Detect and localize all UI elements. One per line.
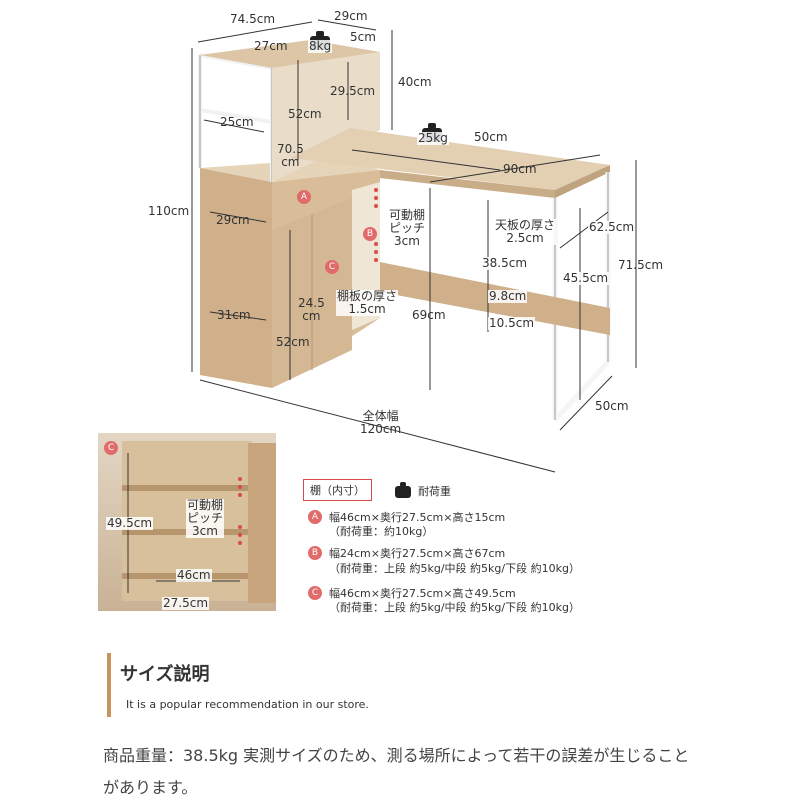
legend-shelf-header: 棚（内寸）: [303, 479, 372, 501]
label-shelf-width: 74.5cm: [230, 12, 276, 26]
label-leg-62: 62.5cm: [588, 220, 636, 234]
legend-b-line2: （耐荷重：上段 約5kg/中段 約5kg/下段 約10kg）: [329, 562, 580, 575]
label-leg-45: 45.5cm: [562, 271, 610, 285]
desk-top-edge: [380, 170, 555, 198]
label-top-inner: 27cm: [254, 39, 288, 53]
cabinet-interior-photo: C 49.5cm 可動棚 ピッチ 3cm 46cm 27.5cm: [98, 433, 276, 611]
label-total-71: 71.5cm: [618, 258, 664, 272]
label-shelf-height: 52cm: [288, 107, 322, 121]
label-upper-height: 40cm: [398, 75, 432, 89]
photo-label-depth: 27.5cm: [162, 596, 210, 610]
label-cab-depth-31: 31cm: [217, 308, 251, 322]
weight-note: 商品重量：38.5kg 実測サイズのため、測る場所によって若干の誤差が生じること…: [103, 746, 690, 797]
desk-legs: [552, 172, 611, 422]
desk-top-edge-right: [555, 165, 610, 198]
label-cab-height: 52cm: [276, 335, 310, 349]
upper-shelf-top: [200, 40, 380, 68]
legend-a-line2: （耐荷重：約10kg）: [329, 525, 434, 538]
label-clear-9: 9.8cm: [488, 289, 528, 303]
label-upper-shelf: 29.5cm: [330, 84, 376, 98]
photo-label-width: 46cm: [176, 568, 212, 582]
label-leg-69: 69cm: [412, 308, 446, 322]
label-desk-weight: 25kg: [417, 131, 449, 145]
legend-marker-b: B: [308, 546, 322, 560]
photo-marker-c: C: [104, 441, 118, 455]
label-top-gap: 5cm: [350, 30, 376, 44]
marker-a: A: [297, 190, 311, 204]
section-title: サイズ説明: [120, 664, 210, 685]
label-shelf-depth: 29cm: [334, 9, 368, 23]
label-clear-38: 38.5cm: [481, 256, 529, 270]
weight-icon: [395, 482, 411, 498]
marker-c: C: [325, 260, 339, 274]
label-clear-10: 10.5cm: [488, 316, 536, 330]
label-movable-pitch: 可動棚 ピッチ 3cm: [388, 208, 427, 248]
dimension-lines: [191, 19, 637, 473]
label-desk-depth: 50cm: [474, 130, 508, 144]
label-desk-thickness: 天板の厚さ 2.5cm: [494, 218, 557, 245]
upper-shelf-back: [272, 52, 380, 182]
label-cab-inner: 24.5 cm: [298, 296, 325, 323]
label-total-height: 110cm: [148, 204, 190, 218]
label-left-shelf: 25cm: [220, 115, 254, 129]
legend-b-line1: 幅24cm×奥行27.5cm×高さ67cm: [329, 547, 506, 560]
label-base-depth: 50cm: [595, 399, 629, 413]
photo-label-pitch: 可動棚 ピッチ 3cm: [186, 498, 225, 538]
legend-c-line1: 幅46cm×奥行27.5cm×高さ49.5cm: [329, 587, 516, 600]
legend-weight-header: 耐荷重: [418, 485, 451, 498]
label-total-width: 全体幅 120cm: [360, 409, 402, 436]
legend-marker-a: A: [308, 510, 322, 524]
legend-marker-c: C: [308, 586, 322, 600]
label-top-weight: 8kg: [308, 39, 333, 53]
desk-top: [290, 128, 610, 190]
label-inner-70: 70.5 cm: [277, 142, 304, 169]
cabinet-front: [200, 168, 272, 388]
photo-label-height: 49.5cm: [106, 516, 154, 530]
section-accent-bar: [107, 653, 111, 717]
label-board-thickness: 棚板の厚さ 1.5cm: [336, 289, 399, 316]
label-cab-depth-29: 29cm: [216, 213, 250, 227]
legend-c-line2: （耐荷重：上段 約5kg/中段 約5kg/下段 約10kg）: [329, 601, 580, 614]
label-desk-width: 90cm: [503, 162, 537, 176]
marker-b: B: [363, 227, 377, 241]
section-subtitle: It is a popular recommendation in our st…: [126, 698, 369, 711]
legend-a-line1: 幅46cm×奥行27.5cm×高さ15cm: [329, 511, 506, 524]
pitch-dots: [374, 188, 378, 262]
